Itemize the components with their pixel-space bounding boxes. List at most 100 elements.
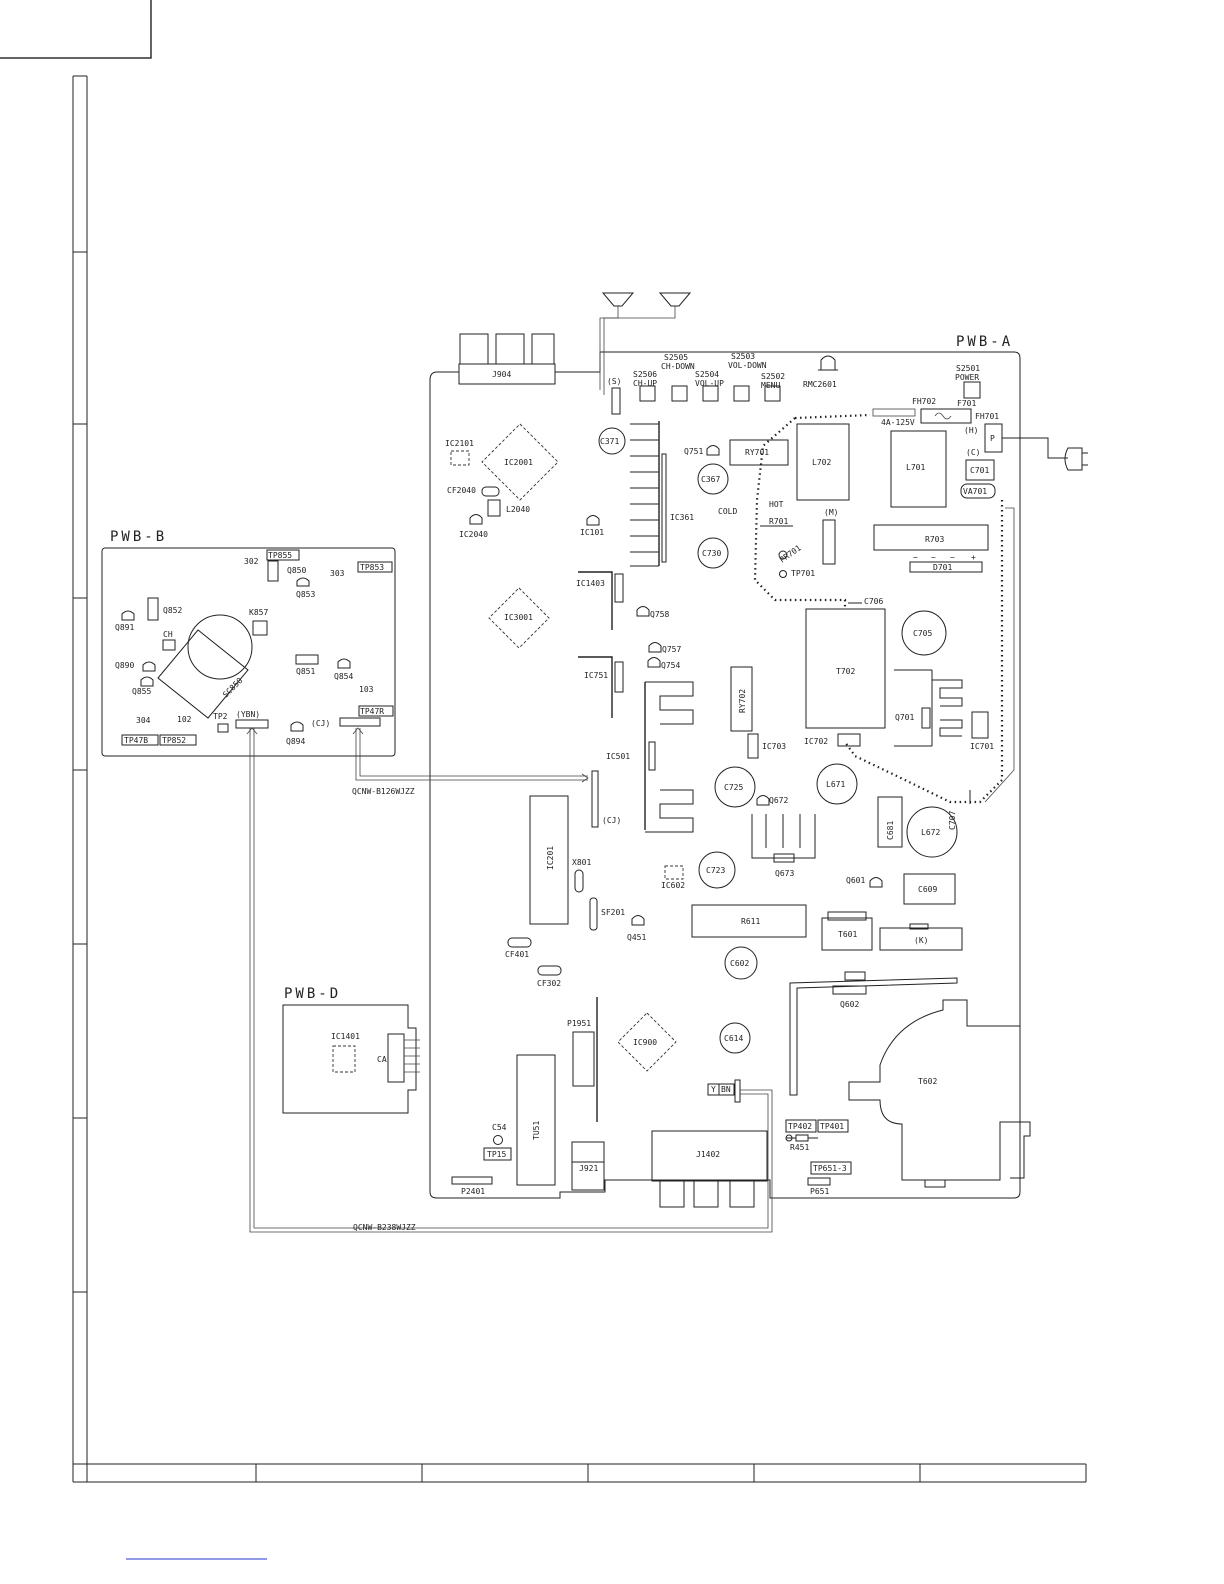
ybn-label: (YBN)	[236, 710, 260, 719]
tp651-3-label: TP651-3	[813, 1164, 847, 1173]
pwb-a-board: PWB-A J904 (S) S2506 CH-UP S2505 CH-DOWN…	[429, 292, 1088, 1208]
pwb-a-title: PWB-A	[956, 334, 1013, 350]
t601-label: T601	[838, 930, 857, 939]
fuse-rating-label: 4A-125V	[881, 418, 915, 427]
m-conn-label: (M)	[824, 508, 838, 517]
c609-label: C609	[918, 885, 937, 894]
s2502-label: S2502	[761, 372, 785, 381]
c371-label: C371	[600, 437, 619, 446]
cable-cj-label: QCNW-B126WJZZ	[352, 787, 415, 796]
fh701-label: FH701	[975, 412, 999, 421]
j921-label: J921	[579, 1164, 598, 1173]
cf401-label: CF401	[505, 950, 529, 959]
c54-label: C54	[492, 1123, 507, 1132]
q894-label: Q894	[286, 737, 305, 746]
tp701-label: TP701	[791, 569, 815, 578]
q601-label: Q601	[846, 876, 865, 885]
s2503-label: S2503	[731, 352, 755, 361]
ic2040-label: IC2040	[459, 530, 488, 539]
cable-ybn-label: QCNW-B238WJZZ	[353, 1223, 416, 1232]
ic602-label: IC602	[661, 881, 685, 890]
ic2001-label: IC2001	[504, 458, 533, 467]
sf201-label: SF201	[601, 908, 625, 917]
c602-label: C602	[730, 959, 749, 968]
r701-label: R701	[769, 517, 788, 526]
n302-label: 302	[244, 557, 259, 566]
p2401-label: P2401	[461, 1187, 485, 1196]
k857-label: K857	[249, 608, 268, 617]
s2505-label: S2505	[664, 353, 688, 362]
fh702-label: FH702	[912, 397, 936, 406]
p1951-label: P1951	[567, 1019, 591, 1028]
j904-jack: J904	[458, 333, 556, 385]
n102-label: 102	[177, 715, 192, 724]
ic703-label: IC703	[762, 742, 786, 751]
ic751-label: IC751	[584, 671, 608, 680]
q852-label: Q852	[163, 606, 182, 615]
h-conn-label: (H)	[964, 426, 978, 435]
q673-heatsink	[751, 814, 816, 863]
ic501-heatsink	[644, 681, 694, 833]
sc850-label: SC850	[221, 676, 245, 700]
tp852-label: TP852	[162, 736, 186, 745]
ic361-label: IC361	[670, 513, 694, 522]
s2504-label: S2504	[695, 370, 719, 379]
q701-label: Q701	[895, 713, 914, 722]
l701-label: L701	[906, 463, 925, 472]
q602-label: Q602	[840, 1000, 859, 1009]
q758-label: Q758	[650, 610, 669, 619]
pwb-b-title: PWB-B	[110, 529, 167, 545]
remote-sensor: RMC2601	[803, 355, 838, 389]
q851-label: Q851	[296, 667, 315, 676]
c-conn-label: (C)	[966, 448, 980, 457]
ic2101-label: IC2101	[445, 439, 474, 448]
r703-label: R703	[925, 535, 944, 544]
tp47r-label: TP47R	[360, 707, 384, 716]
polarity-plus-label: +	[971, 553, 976, 562]
c706-label: C706	[864, 597, 883, 606]
x801-label: X801	[572, 858, 591, 867]
j904-label: J904	[492, 370, 511, 379]
cable-cj: QCNW-B126WJZZ	[352, 727, 589, 796]
control-switches: S2506 CH-UP S2505 CH-DOWN S2504 VOL-UP S…	[633, 352, 785, 402]
yb-y-label: Y	[711, 1085, 716, 1094]
ca-label: CA	[377, 1055, 387, 1064]
d701-label: D701	[933, 563, 952, 572]
c614-label: C614	[724, 1034, 743, 1043]
c725-label: C725	[724, 783, 743, 792]
cj-conn-label: (CJ)	[602, 816, 621, 825]
rmc2601-label: RMC2601	[803, 380, 837, 389]
tp47b-label: TP47B	[124, 736, 148, 745]
q451-label: Q451	[627, 933, 646, 942]
t702-label: T702	[836, 667, 855, 676]
page-frame	[0, 0, 1087, 1560]
s2501-fn-label: POWER	[955, 373, 979, 382]
q853-label: Q853	[296, 590, 315, 599]
l672-label: L672	[921, 828, 940, 837]
tp2-label: TP2	[213, 712, 228, 721]
pwb-b-board: PWB-B TP855 302 Q850 Q853 303 TP853 Q852…	[101, 529, 396, 757]
t601-transformer	[821, 911, 873, 951]
tp401-label: TP401	[820, 1122, 844, 1131]
pwb-d-board: PWB-D IC1401 CA	[282, 986, 420, 1114]
s2506-label: S2506	[633, 370, 657, 379]
n303-label: 303	[330, 569, 345, 578]
q891-label: Q891	[115, 623, 134, 632]
s2505-fn-label: CH-DOWN	[661, 362, 695, 371]
tp853-label: TP853	[360, 563, 384, 572]
ry701-label: RY701	[745, 448, 769, 457]
hot-label: HOT	[769, 500, 784, 509]
c367-label: C367	[701, 475, 720, 484]
c723-label: C723	[706, 866, 725, 875]
q701-heatsink	[894, 669, 963, 747]
s2504-fn-label: VOL-UP	[695, 379, 724, 388]
p651-label: P651	[810, 1187, 829, 1196]
q855-label: Q855	[132, 687, 151, 696]
c681-label: C681	[886, 821, 895, 840]
r611-label: R611	[741, 917, 760, 926]
n304-label: 304	[136, 716, 151, 725]
cj-label: (CJ)	[311, 719, 330, 728]
tp15-label: TP15	[487, 1150, 506, 1159]
ic1403-label: IC1403	[576, 579, 605, 588]
